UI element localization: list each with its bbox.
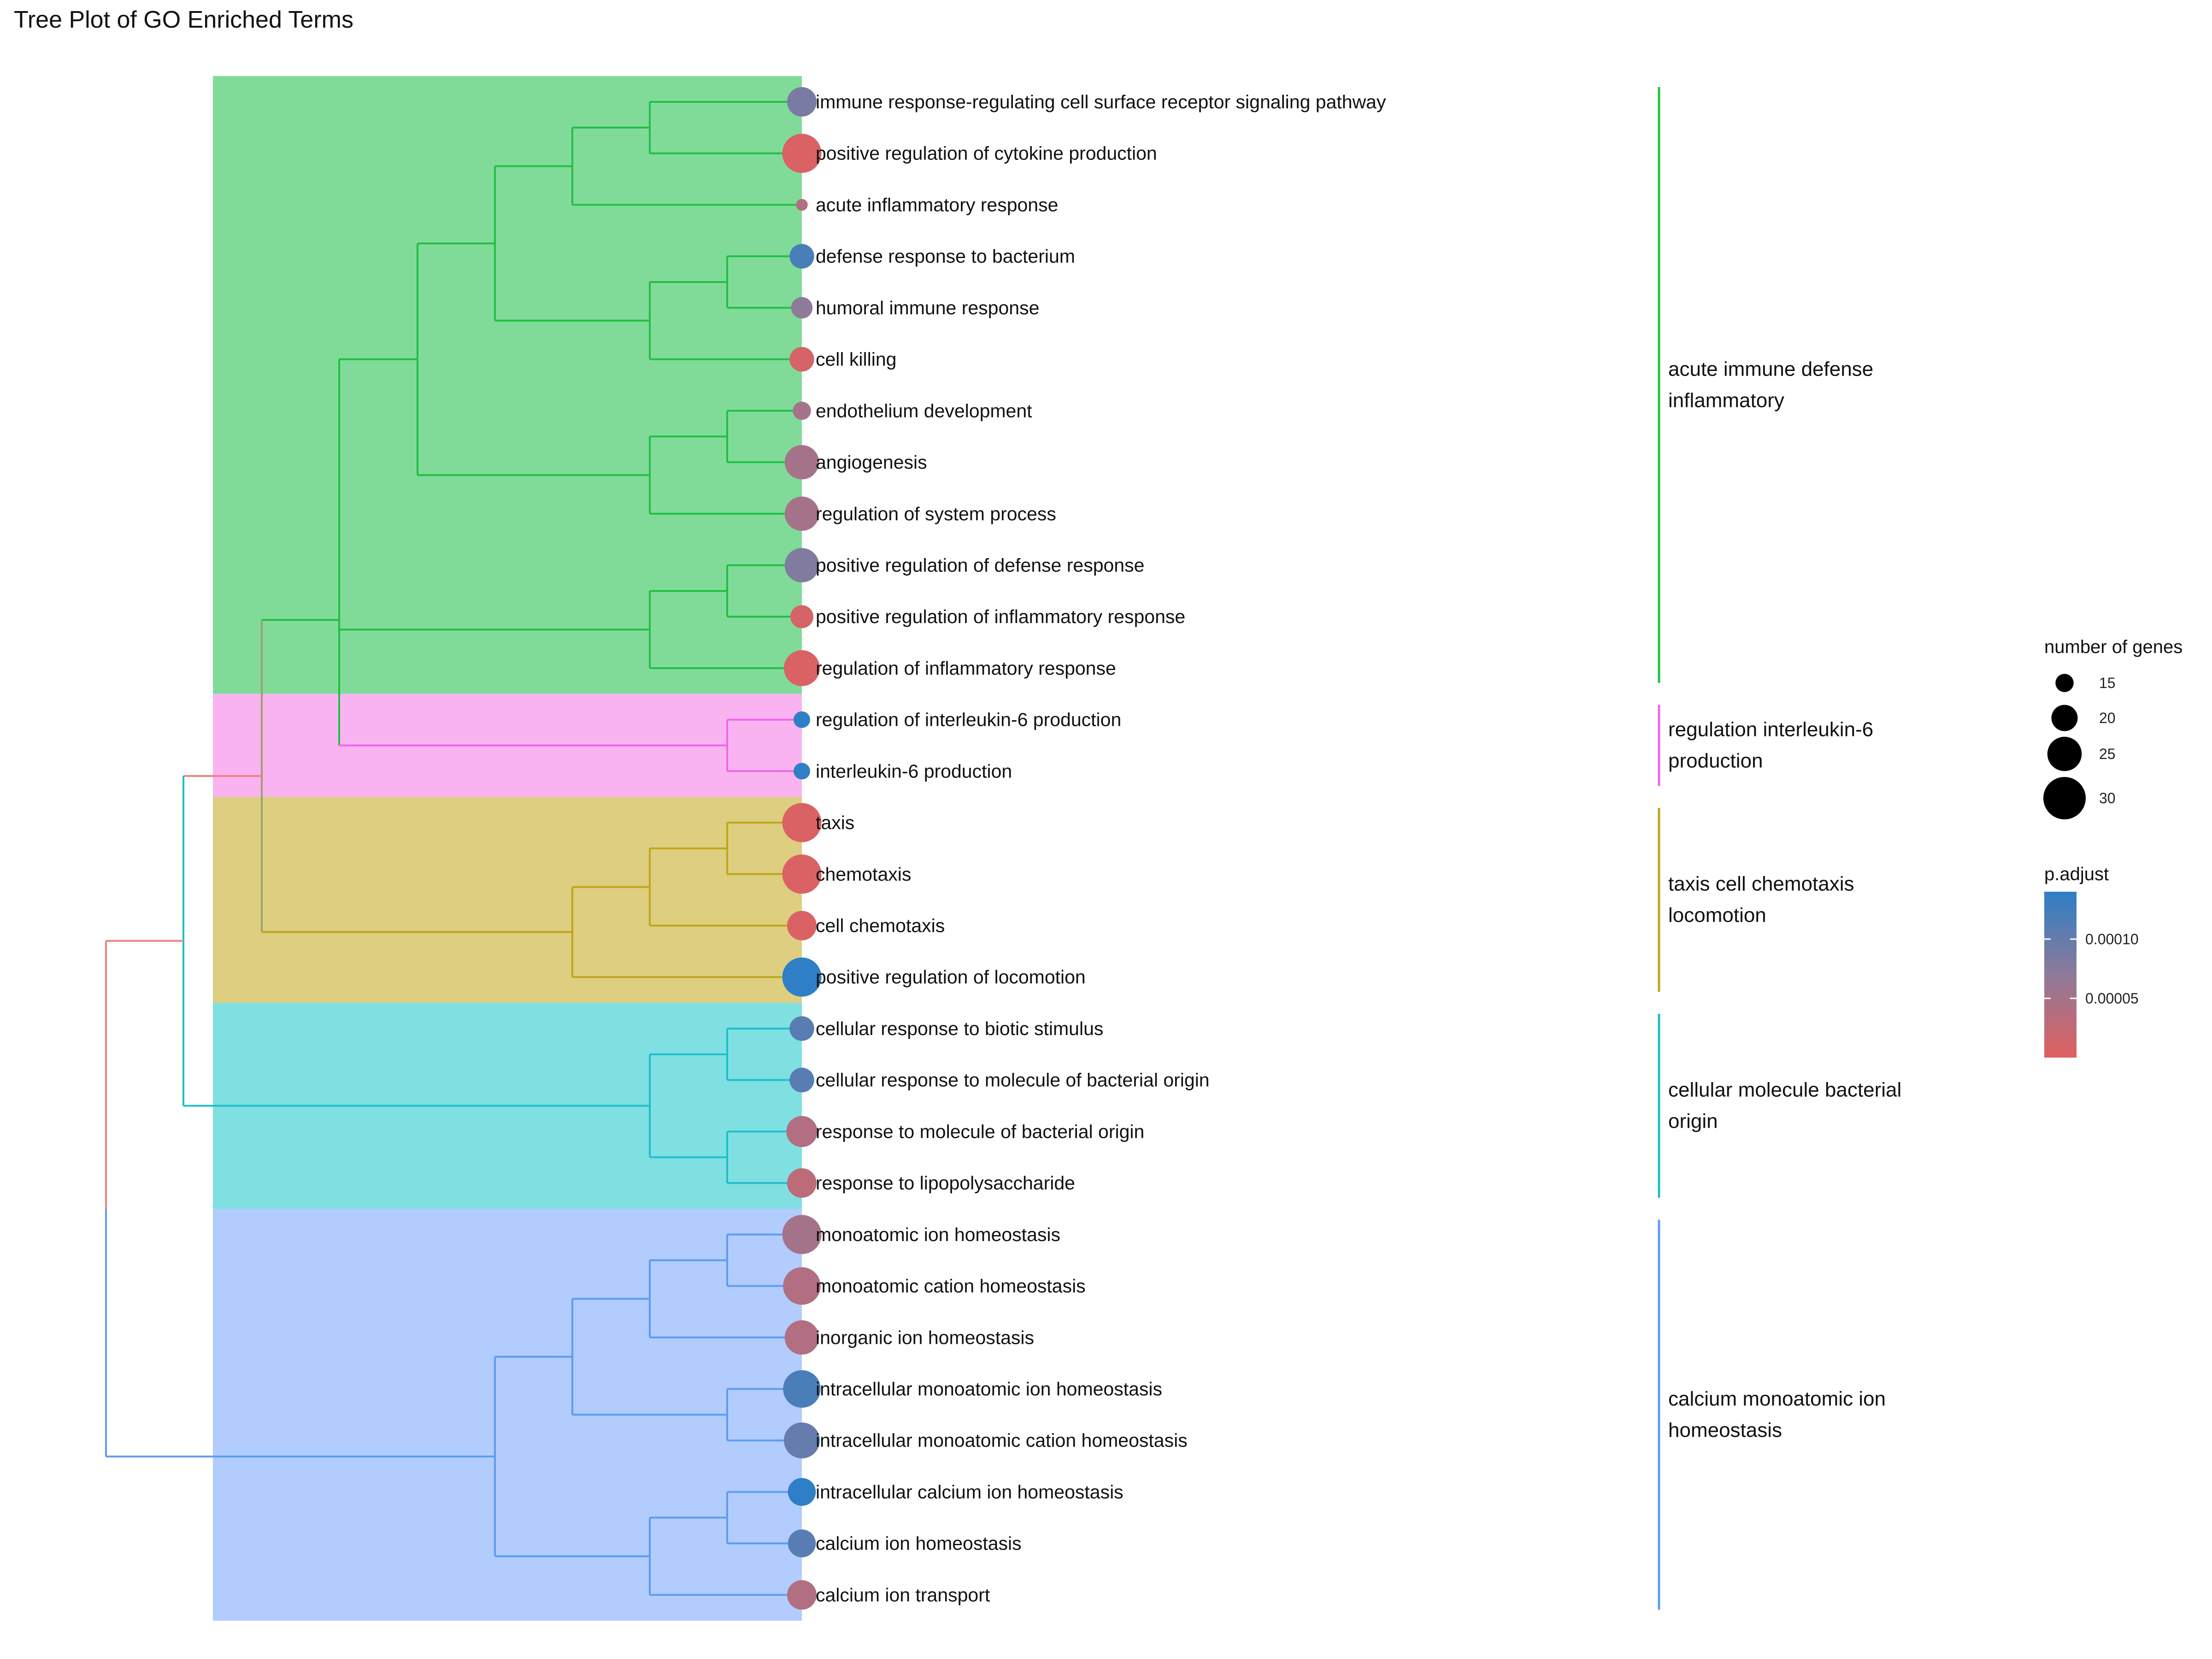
term-label-8: angiogenesis: [816, 452, 927, 473]
term-point-24: [783, 1267, 821, 1305]
term-point-8: [784, 445, 819, 480]
term-label-30: calcium ion transport: [816, 1584, 990, 1606]
term-label-28: intracellular calcium ion homeostasis: [816, 1481, 1124, 1502]
term-point-20: [789, 1067, 814, 1093]
term-point-19: [789, 1016, 814, 1041]
term-label-4: defense response to bacterium: [816, 246, 1075, 267]
term-point-4: [789, 244, 814, 269]
term-label-5: humoral immune response: [816, 297, 1039, 318]
term-point-15: [782, 803, 822, 842]
cluster-label-1: acute immune defense inflammatory: [1668, 358, 1873, 412]
term-point-27: [784, 1422, 820, 1459]
cluster-label-line: acute immune defense: [1668, 358, 1873, 380]
term-label-22: response to lipopolysaccharide: [816, 1172, 1075, 1194]
term-point-12: [784, 650, 820, 686]
term-point-2: [782, 134, 822, 173]
size-legend-label-2: 20: [2099, 710, 2116, 726]
term-point-13: [794, 711, 810, 728]
color-legend-label-1: 0.00005: [2085, 990, 2139, 1006]
term-point-26: [783, 1370, 821, 1408]
term-label-26: intracellular monoatomic ion homeostasis: [816, 1378, 1162, 1400]
term-label-27: intracellular monoatomic cation homeosta…: [816, 1430, 1188, 1451]
cluster-label-line: homeostasis: [1668, 1419, 1782, 1441]
term-point-30: [787, 1580, 817, 1610]
size-legend-dot-3: [2047, 736, 2082, 771]
term-point-7: [793, 401, 811, 420]
term-label-13: regulation of interleukin-6 production: [816, 709, 1121, 730]
cluster-band-3: [213, 797, 802, 1003]
term-label-2: positive regulation of cytokine producti…: [816, 143, 1157, 164]
term-label-7: endothelium development: [816, 400, 1032, 421]
cluster-label-line: cellular molecule bacterial: [1668, 1079, 1901, 1101]
cluster-label-line: inflammatory: [1668, 389, 1784, 412]
cluster-label-line: locomotion: [1668, 904, 1766, 927]
term-label-1: immune response-regulating cell surface …: [816, 91, 1386, 112]
term-label-24: monoatomic cation homeostasis: [816, 1276, 1086, 1297]
cluster-label-line: calcium monoatomic ion: [1668, 1388, 1886, 1410]
term-label-19: cellular response to biotic stimulus: [816, 1018, 1103, 1039]
term-point-6: [789, 347, 814, 372]
cluster-label-2: regulation interleukin-6 production: [1668, 718, 1873, 772]
term-label-25: inorganic ion homeostasis: [816, 1327, 1034, 1348]
term-point-10: [784, 548, 819, 582]
term-label-15: taxis: [816, 812, 854, 833]
cluster-label-line: regulation interleukin-6: [1668, 718, 1873, 741]
color-legend-bar: [2044, 892, 2077, 1058]
term-point-28: [788, 1478, 816, 1506]
cluster-label-3: taxis cell chemotaxis locomotion: [1668, 873, 1854, 927]
term-label-14: interleukin-6 production: [816, 760, 1012, 782]
term-point-14: [794, 763, 810, 780]
term-point-25: [784, 1320, 819, 1355]
term-point-5: [791, 297, 813, 319]
term-point-17: [787, 911, 817, 941]
cluster-band-1: [213, 76, 802, 694]
term-point-21: [786, 1116, 818, 1147]
size-legend-label-3: 25: [2099, 746, 2116, 762]
term-label-6: cell killing: [816, 349, 896, 370]
term-point-16: [782, 854, 822, 894]
term-point-11: [790, 605, 813, 629]
cluster-label-5: calcium monoatomic ion homeostasis: [1668, 1388, 1886, 1441]
cluster-label-line: production: [1668, 750, 1763, 772]
term-label-10: positive regulation of defense response: [816, 554, 1144, 576]
color-legend-title: p.adjust: [2044, 864, 2109, 884]
term-point-29: [788, 1529, 816, 1558]
term-label-16: chemotaxis: [816, 864, 911, 885]
size-legend-dot-1: [2055, 674, 2074, 692]
term-point-1: [787, 87, 817, 117]
color-legend-label-2: 0.00010: [2085, 931, 2139, 947]
term-label-17: cell chemotaxis: [816, 915, 945, 936]
cluster-label-4: cellular molecule bacterial origin: [1668, 1079, 1901, 1133]
term-label-18: positive regulation of locomotion: [816, 966, 1086, 988]
term-point-22: [787, 1168, 817, 1198]
term-label-12: regulation of inflammatory response: [816, 658, 1116, 679]
cluster-label-line: origin: [1668, 1110, 1718, 1133]
term-label-23: monoatomic ion homeostasis: [816, 1224, 1060, 1245]
term-point-9: [784, 496, 819, 531]
term-label-11: positive regulation of inflammatory resp…: [816, 606, 1185, 627]
chart-title: Tree Plot of GO Enriched Terms: [14, 6, 353, 33]
term-label-20: cellular response to molecule of bacteri…: [816, 1070, 1210, 1091]
term-label-3: acute inflammatory response: [816, 194, 1058, 215]
term-label-29: calcium ion homeostasis: [816, 1533, 1022, 1554]
term-label-21: response to molecule of bacterial origin: [816, 1121, 1144, 1142]
term-point-3: [796, 199, 808, 211]
size-legend-label-1: 15: [2099, 675, 2116, 691]
term-point-23: [782, 1215, 822, 1254]
term-point-18: [782, 957, 822, 997]
size-legend-dot-4: [2043, 777, 2086, 819]
size-legend-label-4: 30: [2099, 790, 2116, 806]
size-legend-title: number of genes: [2044, 637, 2183, 657]
cluster-label-line: taxis cell chemotaxis: [1668, 873, 1854, 895]
size-legend-dot-2: [2051, 705, 2078, 731]
term-label-9: regulation of system process: [816, 503, 1056, 524]
